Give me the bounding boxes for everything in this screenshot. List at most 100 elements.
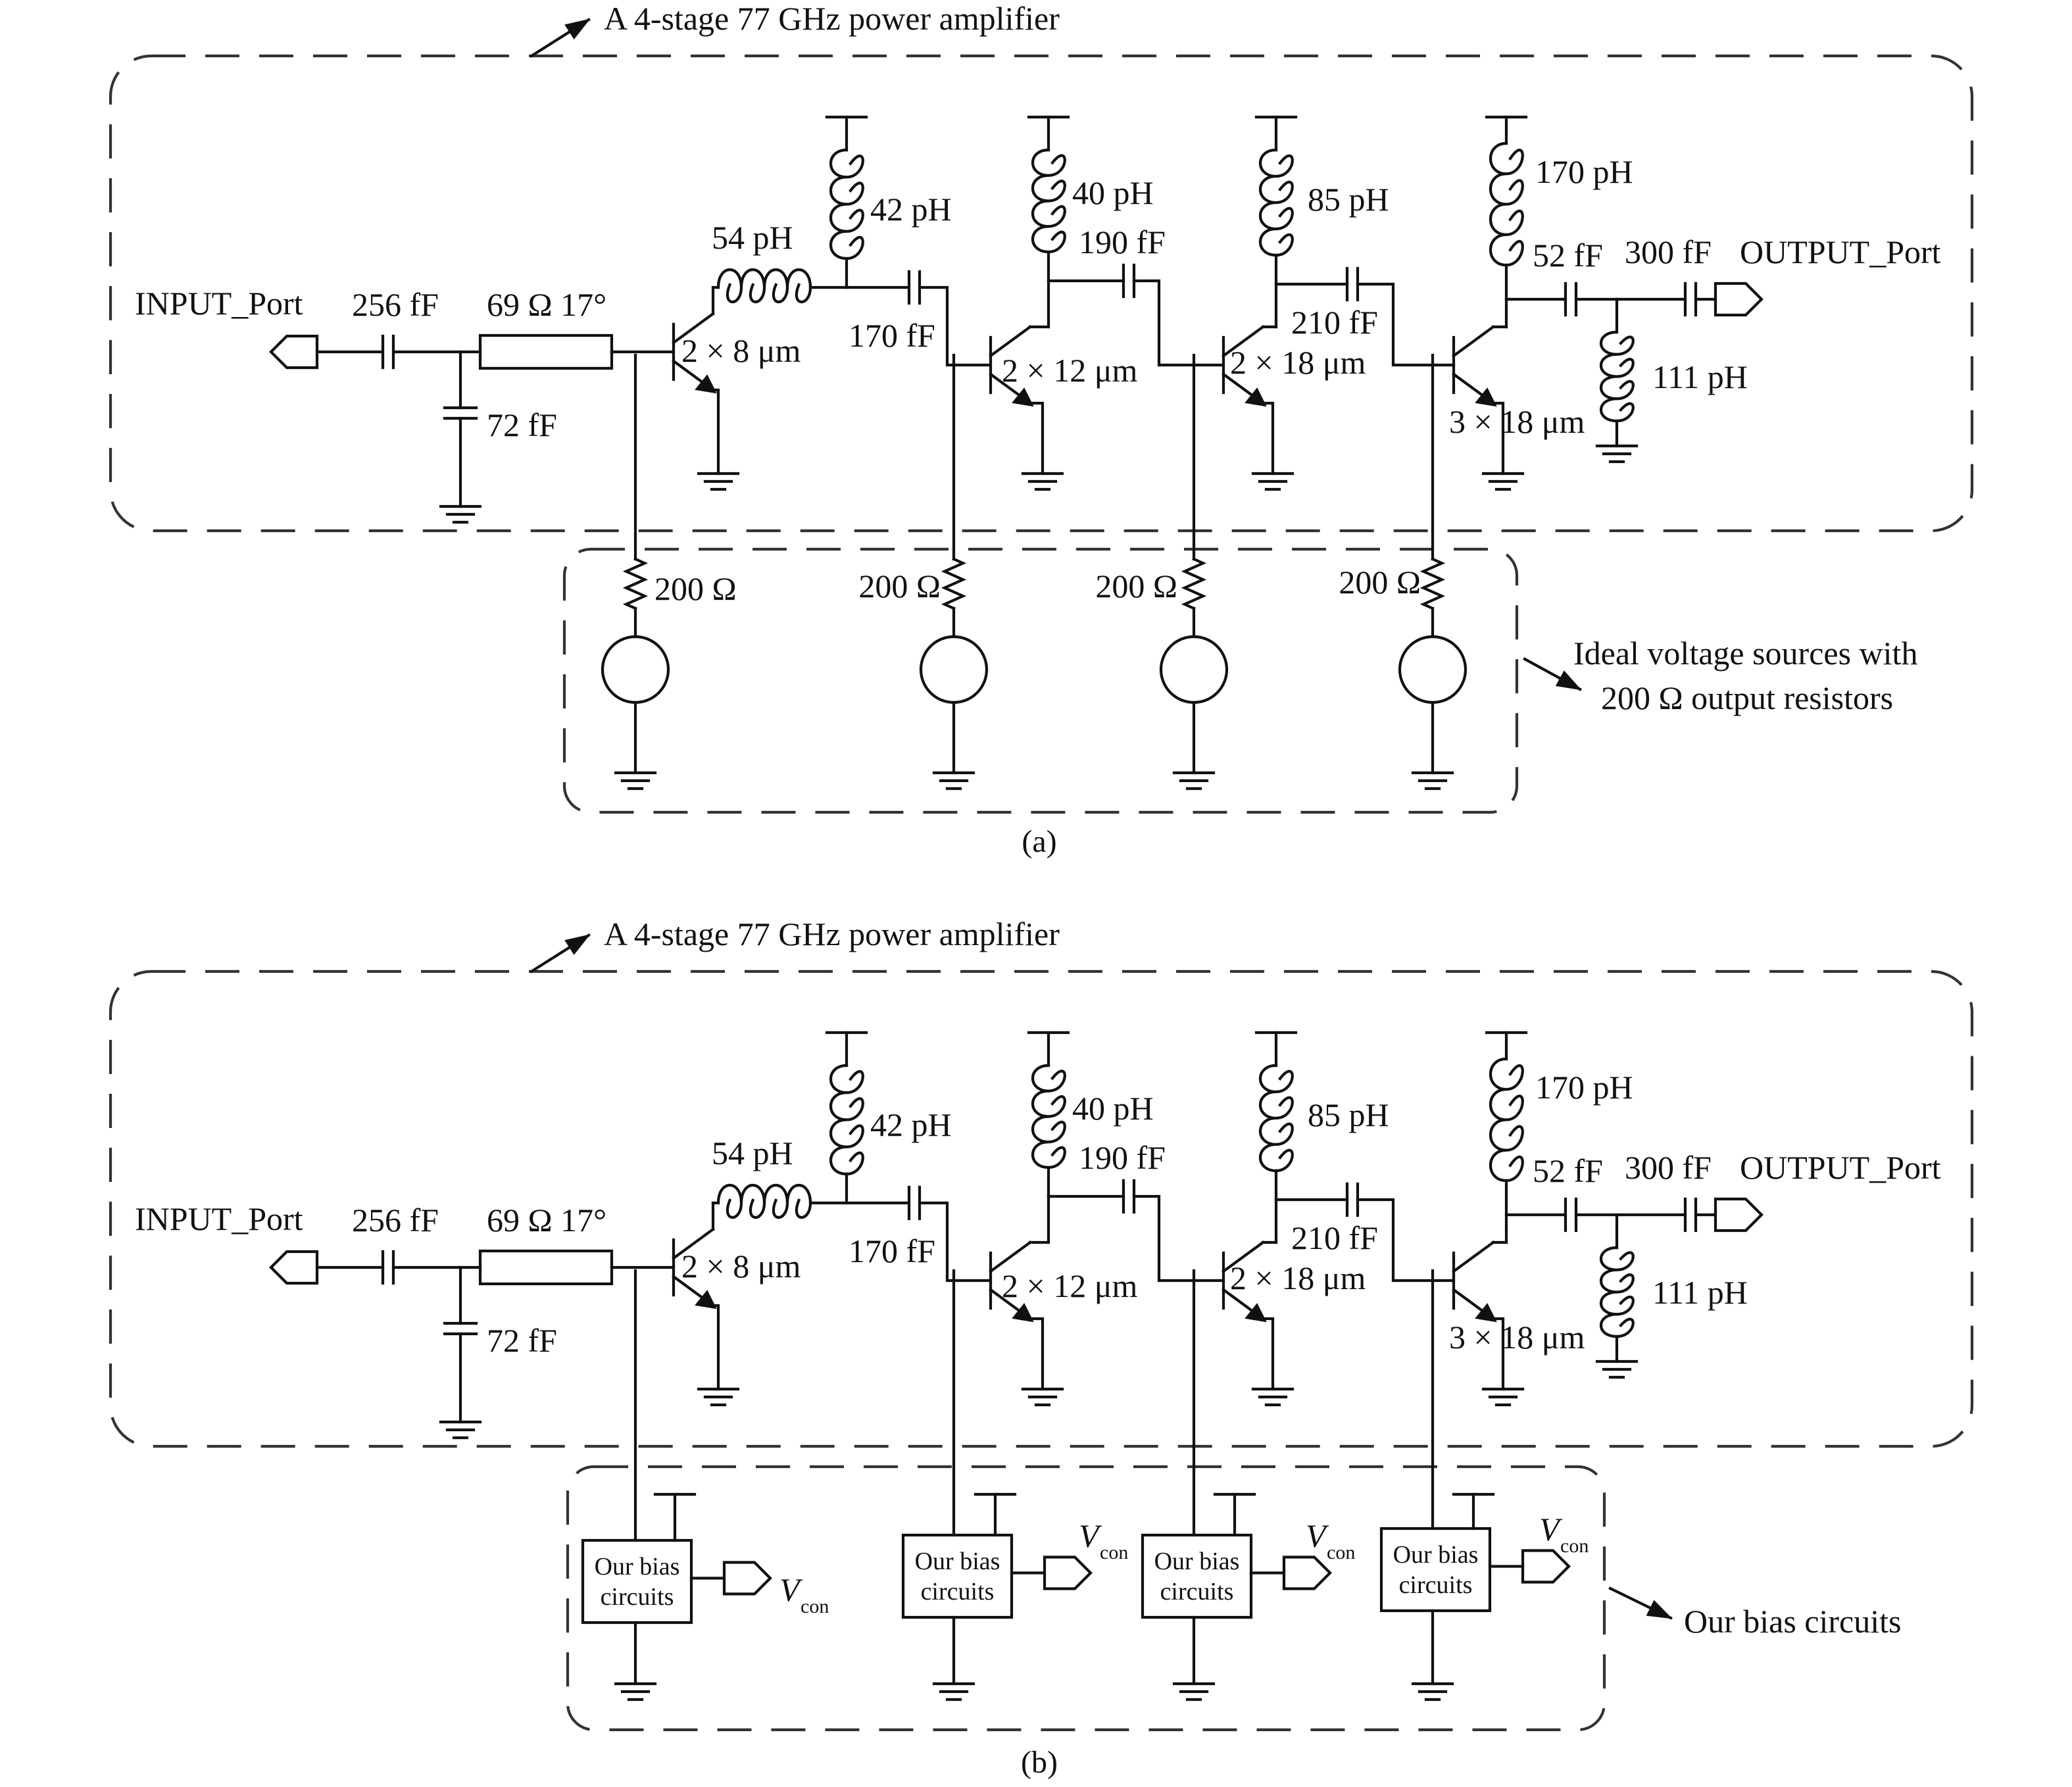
bias-box-line1: Our bias <box>1393 1541 1479 1569</box>
bias-box-line2: circuits <box>921 1578 995 1605</box>
inductor-coil-symbol <box>1599 1246 1635 1338</box>
transistor-4-label: 3 × 18 μm <box>1449 403 1585 440</box>
capacitor-symbol <box>1345 266 1360 302</box>
voltage-source-symbol <box>601 635 670 704</box>
coupling-cap-1-label: 170 fF <box>849 317 935 354</box>
amplifier-title: A 4-stage 77 GHz power amplifier <box>604 0 1060 37</box>
vcon-label: V <box>1306 1517 1329 1554</box>
load-ind-2-label: 40 pH <box>1072 1090 1154 1127</box>
capacitor-symbol <box>443 1321 478 1336</box>
bjt-transistor-symbol <box>1221 325 1267 407</box>
ground-symbol <box>614 1682 657 1701</box>
panel-b-amplifier: A 4-stage 77 GHz power amplifierINPUT_Po… <box>109 916 1974 1780</box>
capacitor-symbol <box>1564 282 1578 317</box>
inductor-coil-symbol <box>716 268 812 304</box>
bias-circuit-box <box>1379 1527 1492 1613</box>
capacitor-symbol <box>381 334 395 370</box>
coupling-cap-3-label: 210 fF <box>1291 304 1378 341</box>
bias-circuits-dashed-frame <box>566 1465 1606 1732</box>
inductor-coil-symbol <box>1489 141 1524 267</box>
transistor-4-label: 3 × 18 μm <box>1449 1319 1585 1356</box>
ground-symbol <box>1251 1387 1295 1407</box>
series-ind-label: 54 pH <box>712 219 793 256</box>
transistor-3-label: 2 × 18 μm <box>1230 344 1366 381</box>
bias-note-line2: 200 Ω output resistors <box>1601 679 1893 716</box>
shunt-cap-label: 72 fF <box>487 406 557 443</box>
ground-symbol <box>439 504 482 524</box>
bias-sources-dashed-frame <box>562 547 1519 814</box>
port-symbol <box>269 334 319 370</box>
output-port-label: OUTPUT_Port <box>1740 1149 1941 1186</box>
bias-res-1-label: 200 Ω <box>654 570 737 607</box>
bjt-transistor-symbol <box>989 325 1034 407</box>
bjt-transistor-symbol <box>989 1240 1034 1323</box>
coupling-cap-3-label: 210 fF <box>1291 1219 1378 1256</box>
bias-note: Our bias circuits <box>1684 1603 1901 1640</box>
output-cap-1-label: 52 fF <box>1533 237 1603 274</box>
bias-res-3-label: 200 Ω <box>1095 568 1177 604</box>
capacitor-symbol <box>907 270 922 305</box>
tline-label: 69 Ω 17° <box>487 1202 606 1238</box>
bias-circuit-box <box>1141 1533 1253 1619</box>
inductor-coil-symbol <box>829 1064 864 1176</box>
bjt-transistor-symbol <box>672 1227 717 1310</box>
bias-source-3: 200 Ω <box>1095 353 1229 791</box>
ground-symbol <box>614 771 657 791</box>
bias-box-line1: Our bias <box>595 1553 680 1580</box>
inductor-coil-symbol <box>1031 148 1066 254</box>
ground-symbol <box>697 472 740 491</box>
capacitor-symbol <box>907 1185 922 1221</box>
bias-res-2-label: 200 Ω <box>858 568 941 604</box>
ground-symbol <box>1251 472 1295 491</box>
bias-circuit-box <box>581 1538 693 1625</box>
port-symbol <box>722 1561 772 1596</box>
input-cap-label: 256 fF <box>352 286 439 323</box>
port-symbol <box>1043 1555 1093 1590</box>
load-ind-4-label: 170 pH <box>1535 1069 1633 1106</box>
load-ind-3-label: 85 pH <box>1308 181 1389 218</box>
bias-box-line2: circuits <box>1160 1578 1234 1605</box>
ground-symbol <box>1595 1359 1639 1379</box>
voltage-source-symbol <box>919 635 989 704</box>
port-symbol <box>1282 1555 1332 1590</box>
inductor-coil-symbol <box>829 148 864 260</box>
transistor-2-label: 2 × 12 μm <box>1002 1267 1138 1304</box>
coupling-cap-2-label: 190 fF <box>1079 224 1166 260</box>
port-symbol <box>1521 1549 1571 1584</box>
port-symbol <box>1714 1197 1764 1233</box>
input-port-label: INPUT_Port <box>135 1200 303 1237</box>
amplifier-title: A 4-stage 77 GHz power amplifier <box>604 916 1060 952</box>
output-cap-2-label: 300 fF <box>1625 233 1712 270</box>
inductor-coil-symbol <box>1031 1064 1066 1169</box>
bjt-transistor-symbol <box>1452 325 1497 407</box>
capacitor-symbol <box>1122 263 1136 299</box>
resistor-symbol <box>622 557 649 610</box>
capacitor-symbol <box>1683 1197 1698 1233</box>
load-ind-3-label: 85 pH <box>1308 1096 1389 1133</box>
caption-b: (b) <box>1021 1745 1058 1780</box>
resistor-symbol <box>1181 557 1207 610</box>
shunt-ind-label: 111 pH <box>1652 358 1748 395</box>
caption-a: (a) <box>1022 824 1056 859</box>
inductor-coil-symbol <box>1259 1064 1294 1173</box>
bjt-transistor-symbol <box>672 312 717 394</box>
inductor-coil-symbol <box>1599 330 1635 423</box>
port-symbol <box>269 1250 319 1285</box>
bias-box-line2: circuits <box>601 1583 674 1611</box>
shunt-ind-label: 111 pH <box>1652 1274 1748 1311</box>
resistor-symbol <box>1419 557 1446 610</box>
pointer-arrow <box>530 18 591 58</box>
resistor-symbol <box>941 557 967 610</box>
ground-symbol <box>1481 1387 1525 1407</box>
bias-note-line1: Ideal voltage sources with <box>1573 635 1917 672</box>
load-ind-1-label: 42 pH <box>870 191 952 228</box>
shunt-cap-label: 72 fF <box>487 1322 557 1359</box>
bias-box-line1: Our bias <box>1154 1548 1240 1575</box>
ground-symbol <box>1021 472 1064 491</box>
transistor-3-label: 2 × 18 μm <box>1230 1260 1366 1296</box>
ground-symbol <box>1595 444 1639 464</box>
panel-a-amplifier: A 4-stage 77 GHz power amplifierINPUT_Po… <box>109 0 1974 859</box>
pointer-arrow <box>1608 1586 1673 1620</box>
